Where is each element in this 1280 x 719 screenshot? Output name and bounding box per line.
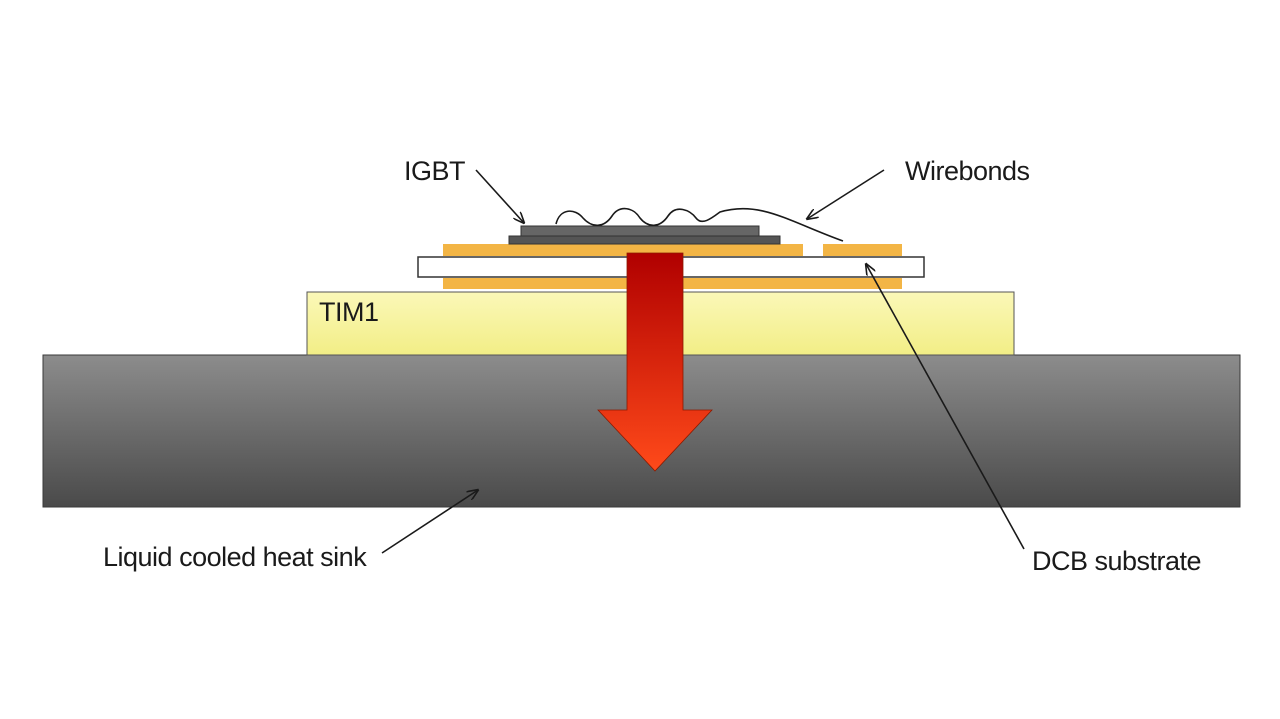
leader-dcb-substrate — [866, 264, 1025, 550]
label-igbt: IGBT — [404, 156, 465, 186]
leader-wirebonds — [807, 169, 885, 219]
igbt-die — [520, 225, 760, 237]
label-tim1: TIM1 — [319, 297, 379, 327]
label-heat-sink: Liquid cooled heat sink — [103, 542, 367, 572]
label-wirebonds: Wirebonds — [905, 156, 1030, 186]
dcb-top-copper-left — [443, 244, 803, 256]
leader-igbt — [475, 169, 524, 223]
leader-heat-sink — [381, 490, 478, 554]
igbt-solder — [508, 235, 781, 245]
heat-flow-arrow — [597, 252, 713, 472]
wirebond-loops — [555, 207, 844, 242]
label-dcb-substrate: DCB substrate — [1032, 546, 1201, 576]
dcb-top-copper-right — [823, 244, 902, 256]
